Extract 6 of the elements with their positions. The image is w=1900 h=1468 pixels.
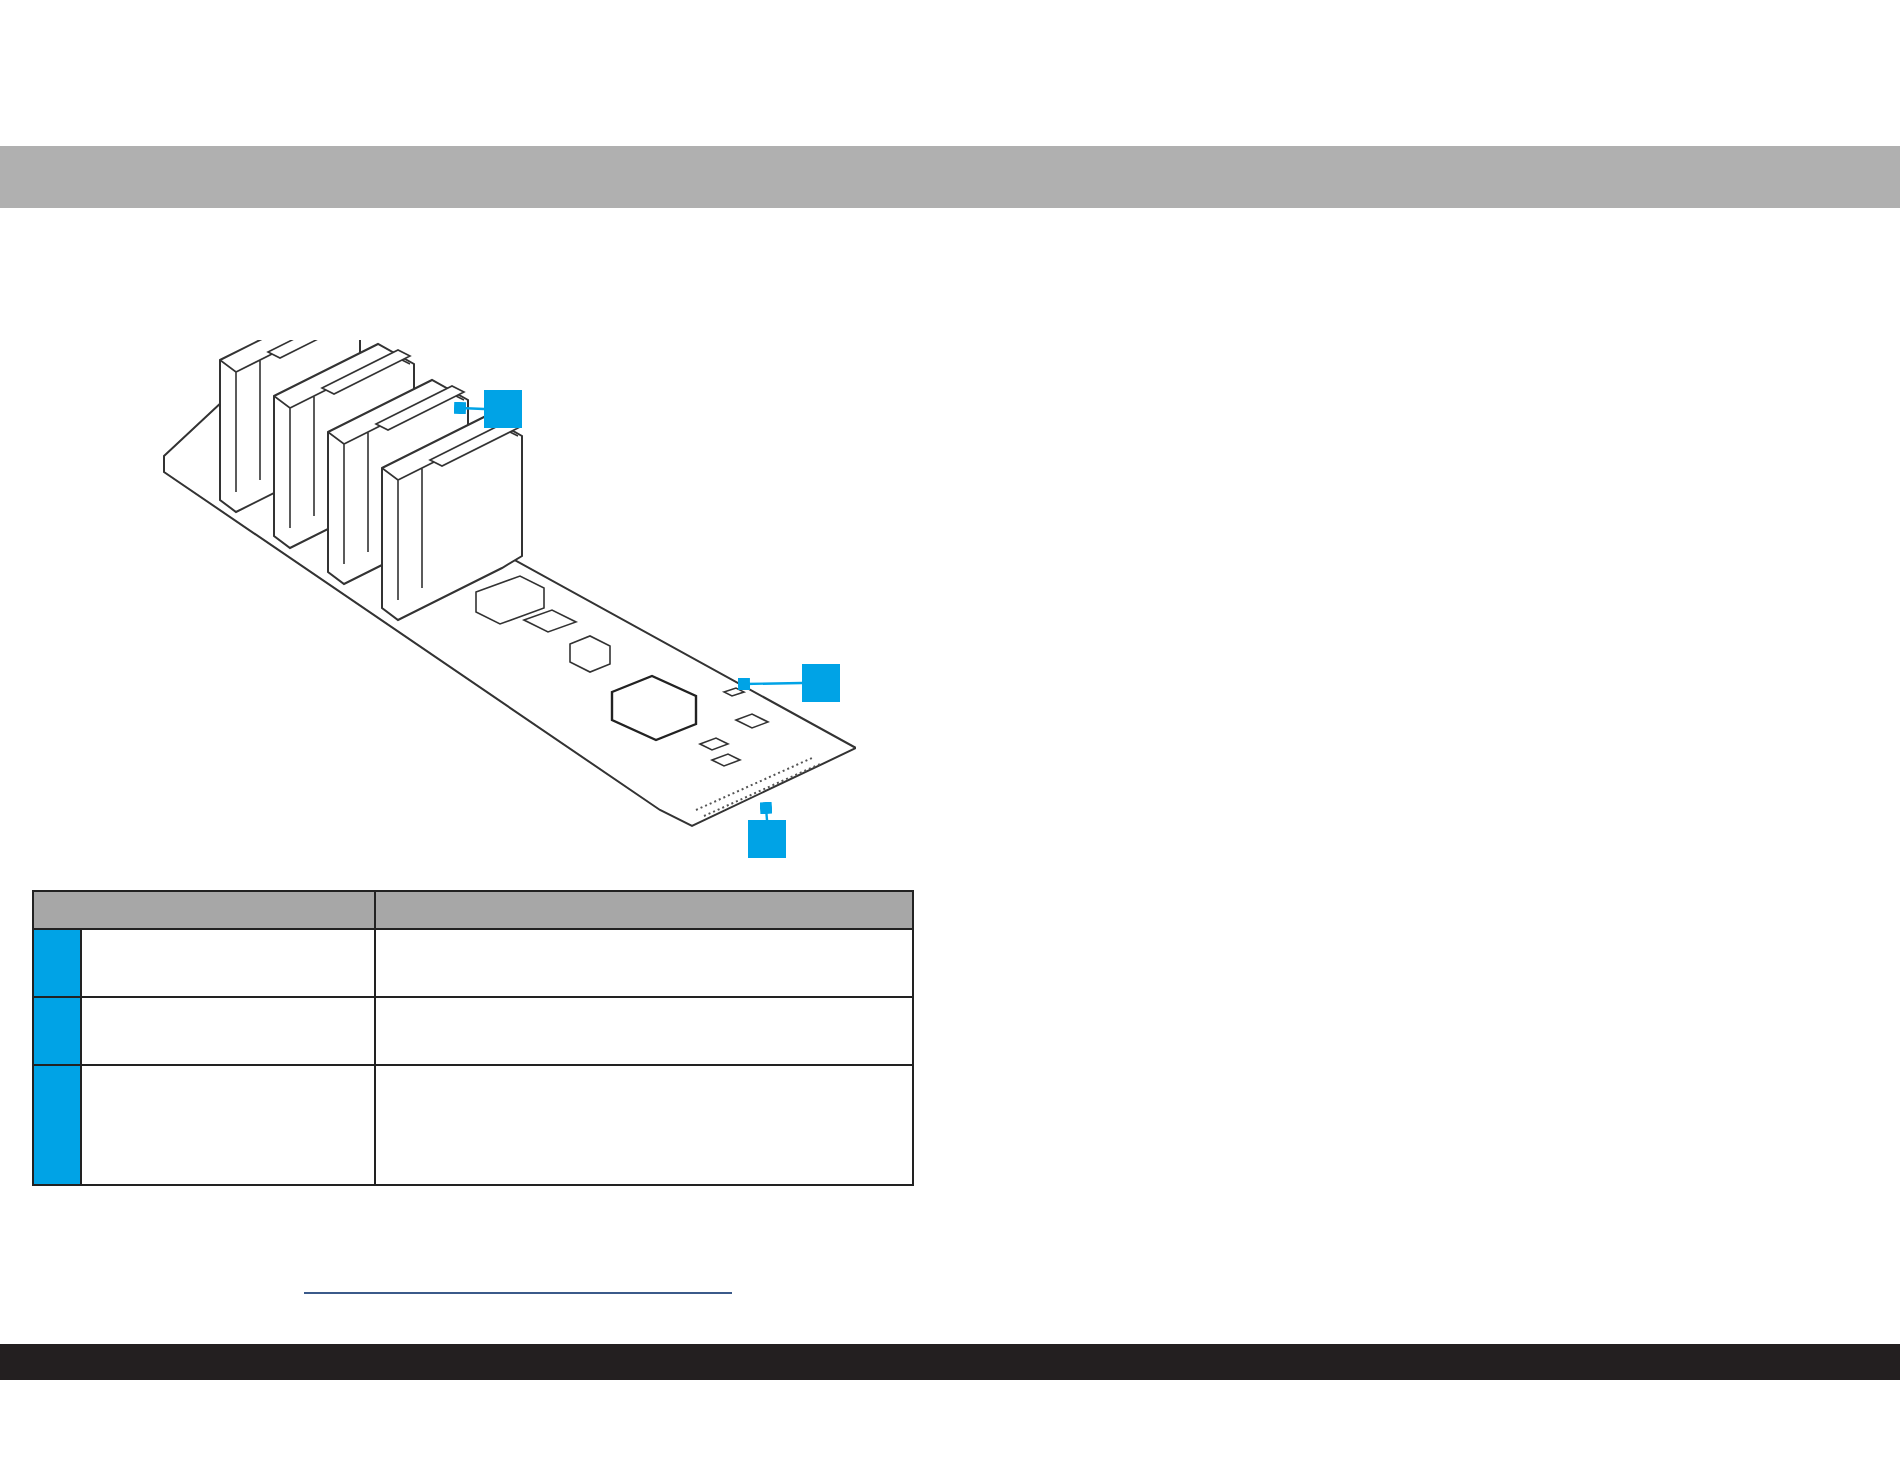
leader-line [759, 801, 773, 821]
leader-line [453, 401, 485, 415]
callout-marker [748, 820, 786, 858]
callout-marker [802, 664, 840, 702]
leader-line [737, 677, 803, 691]
callout-marker [484, 390, 522, 428]
